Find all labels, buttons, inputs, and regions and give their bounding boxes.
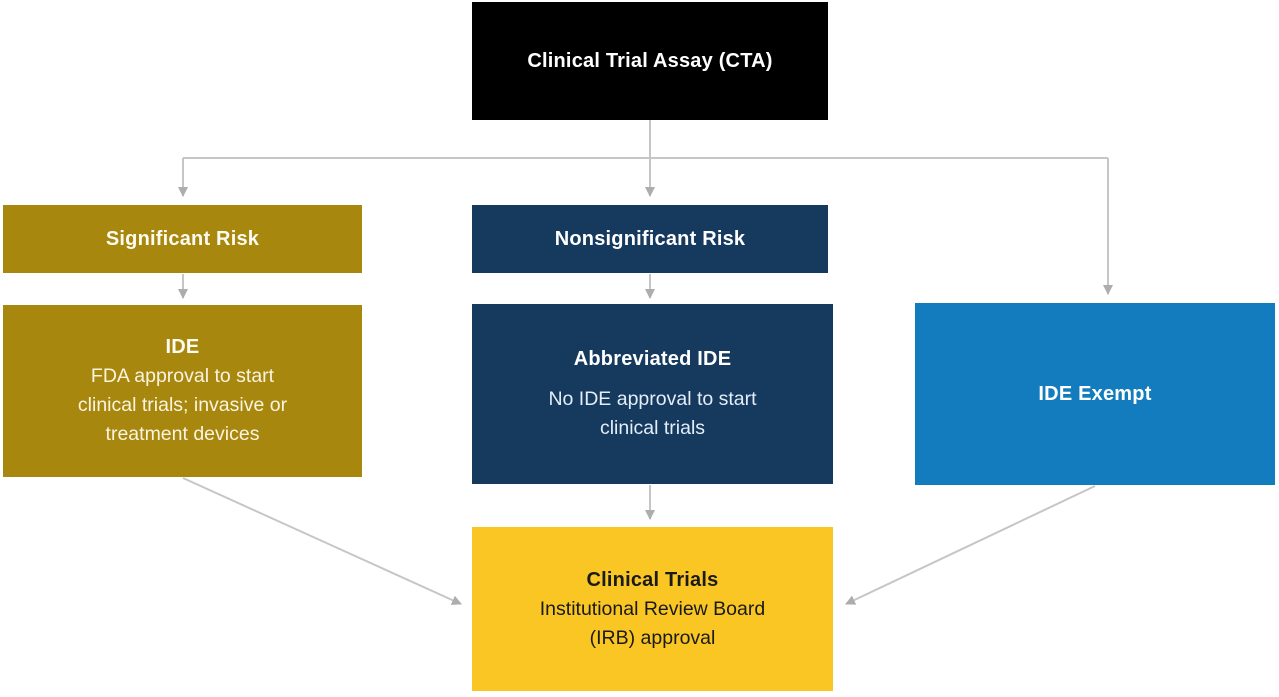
node-clinical-trials-heading: Clinical Trials: [586, 568, 719, 591]
connector-arrow-ide-to-clinical-trials: [182, 477, 462, 605]
node-clinical-trial-assay: Clinical Trial Assay (CTA): [472, 2, 828, 120]
node-significant-risk: Significant Risk: [3, 205, 362, 273]
node-ide-body: FDA approval to start clinical trials; i…: [77, 365, 288, 445]
node-ide: IDE FDA approval to start clinical trial…: [3, 305, 362, 477]
node-abbreviated-ide-body: No IDE approval to start clinical trials: [548, 388, 757, 439]
node-ide-exempt: IDE Exempt: [915, 303, 1275, 485]
node-nonsignificant-risk: Nonsignificant Risk: [472, 205, 828, 273]
connector-arrow-ide-exempt-to-clinical-trials: [845, 485, 1096, 605]
node-significant-risk-label: Significant Risk: [105, 227, 260, 250]
node-abbreviated-ide: Abbreviated IDE No IDE approval to start…: [472, 304, 833, 484]
node-clinical-trials-body: Institutional Review Board (IRB) approva…: [539, 597, 766, 649]
node-clinical-trials: Clinical Trials Institutional Review Boa…: [472, 527, 833, 691]
node-abbreviated-ide-heading: Abbreviated IDE: [573, 348, 732, 370]
node-ide-heading: IDE: [165, 336, 200, 358]
node-nonsignificant-risk-label: Nonsignificant Risk: [554, 227, 746, 250]
node-ide-exempt-label: IDE Exempt: [1038, 382, 1152, 405]
node-clinical-trial-assay-label: Clinical Trial Assay (CTA): [527, 49, 773, 72]
